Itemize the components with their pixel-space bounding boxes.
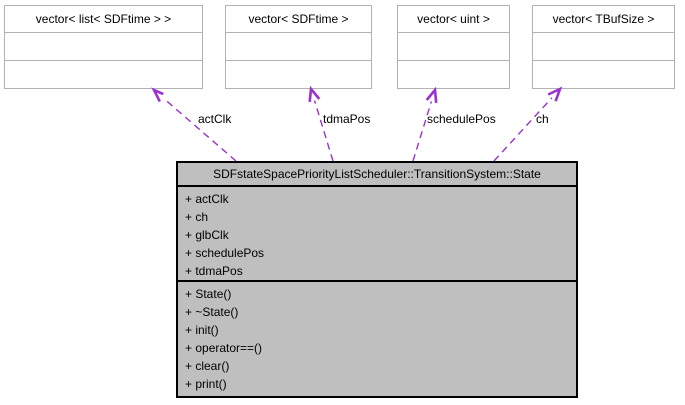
class-node-title[interactable]: vector< SDFtime > xyxy=(226,6,371,33)
attribute-glbClk: + glbClk xyxy=(185,228,229,242)
usage-arrow-actClk xyxy=(151,87,237,162)
method-dtor-state: + ~State() xyxy=(185,305,239,319)
attribute-ch: + ch xyxy=(185,210,209,224)
class-node-title[interactable]: vector< list< SDFtime > > xyxy=(5,6,202,33)
class-node-state: SDFstateSpacePriorityListScheduler::Tran… xyxy=(176,161,578,398)
empty-attributes-compartment xyxy=(533,33,674,61)
method-state: + State() xyxy=(185,287,232,301)
edge-label-tdmaPos: tdmaPos xyxy=(323,112,371,126)
empty-attributes-compartment xyxy=(398,33,509,61)
attribute-actClk: + actClk xyxy=(185,192,229,206)
method-print: + print() xyxy=(185,377,227,391)
attribute-tdmaPos: + tdmaPos xyxy=(185,264,243,278)
method-operator-eq: + operator==() xyxy=(185,341,263,355)
edge-label-actClk: actClk xyxy=(198,112,232,126)
class-node-vector-sdftime[interactable]: vector< SDFtime > xyxy=(225,5,372,89)
empty-attributes-compartment xyxy=(5,33,202,61)
class-node-vector-list-sdftime[interactable]: vector< list< SDFtime > > xyxy=(4,5,203,89)
class-node-title[interactable]: vector< TBufSize > xyxy=(533,6,674,33)
edge-label-schedulePos: schedulePos xyxy=(427,112,496,126)
attribute-schedulePos: + schedulePos xyxy=(185,246,265,260)
method-init: + init() xyxy=(185,323,219,337)
class-node-vector-uint[interactable]: vector< uint > xyxy=(397,5,510,89)
attributes-compartment: + actClk + ch + glbClk + schedulePos + t… xyxy=(178,187,576,280)
class-node-title[interactable]: vector< uint > xyxy=(398,6,509,33)
class-title: SDFstateSpacePriorityListScheduler::Tran… xyxy=(178,163,576,187)
usage-arrow-tdmaPos xyxy=(308,85,334,162)
methods-compartment: + State() + ~State() + init() + operator… xyxy=(178,280,576,396)
edge-label-ch: ch xyxy=(536,112,549,126)
usage-arrow-ch xyxy=(493,86,563,162)
empty-attributes-compartment xyxy=(226,33,371,61)
usage-arrow-schedulePos xyxy=(412,86,438,162)
method-clear: + clear() xyxy=(185,359,230,373)
class-node-vector-tbufsize[interactable]: vector< TBufSize > xyxy=(532,5,675,89)
